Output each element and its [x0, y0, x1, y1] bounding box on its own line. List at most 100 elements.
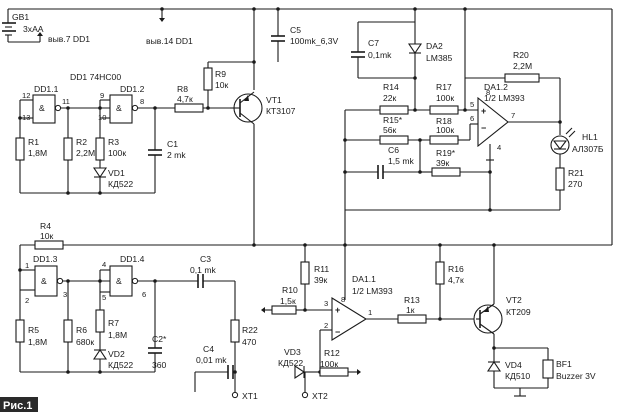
dd1-4-ref: DD1.4: [120, 254, 145, 264]
r16-value: 4,7к: [448, 275, 464, 285]
svg-text:+: +: [481, 106, 486, 116]
r16-ref: R16: [448, 264, 464, 274]
resistor-r2: R2 2,2M: [63, 108, 95, 193]
capacitor-c2: C2* 360: [148, 281, 167, 372]
svg-text:12: 12: [22, 91, 30, 100]
figure-label: Рис.1: [0, 397, 38, 412]
c6-ref: C6: [388, 145, 399, 155]
gb1-conn: выв.7 DD1: [48, 34, 90, 44]
vt1-value: КТ3107: [266, 106, 296, 116]
resistor-r1: R1 1,8M: [15, 128, 47, 193]
da2-ref: DA2: [426, 41, 443, 51]
svg-text:5: 5: [102, 293, 106, 302]
svg-text:8: 8: [140, 97, 144, 106]
r10-value: 1,5к: [280, 296, 296, 306]
r18-ref: R18: [436, 116, 452, 126]
r15-ref: R15*: [383, 115, 403, 125]
c4-value: 0,01 mk: [196, 355, 227, 365]
c7-ref: C7: [368, 38, 379, 48]
r7-ref: R7: [108, 318, 119, 328]
vd3-ref: VD3: [284, 347, 301, 357]
capacitor-c3: C3 0,1 mk: [190, 254, 236, 320]
resistor-r6: R6 680к: [63, 281, 94, 372]
svg-text:5: 5: [470, 100, 474, 109]
gb1-value: 3xAA: [23, 24, 44, 34]
r13-ref: R13: [404, 295, 420, 305]
c3-value: 0,1 mk: [190, 265, 216, 275]
r3-ref: R3: [108, 137, 119, 147]
svg-text:&: &: [116, 276, 122, 286]
svg-text:&: &: [41, 276, 47, 286]
svg-text:XT2: XT2: [312, 391, 328, 401]
dd1-1-ref: DD1.1: [34, 84, 59, 94]
r20-ref: R20: [513, 50, 529, 60]
svg-text:2: 2: [324, 321, 328, 330]
comparator-da1-2: + − DA1.2 1/2 LM393 5 6 7 8 4: [470, 82, 525, 152]
vt2-ref: VT2: [506, 295, 522, 305]
terminal-xt1: XT1: [231, 391, 258, 401]
r22-value: 470: [242, 337, 257, 347]
c5-ref: C5: [290, 25, 301, 35]
svg-text:4: 4: [102, 260, 106, 269]
resistor-r13: R13 1к: [397, 295, 427, 324]
svg-text:6: 6: [142, 290, 146, 299]
r19-value: 39к: [436, 158, 450, 168]
svg-text:8: 8: [341, 295, 345, 304]
resistor-r14: R14 22к: [379, 82, 409, 115]
svg-text:7: 7: [511, 111, 515, 120]
r6-ref: R6: [76, 325, 87, 335]
resistor-r3: R3 100к: [95, 118, 126, 168]
r3-value: 100к: [108, 148, 126, 158]
r12-ref: R12: [324, 348, 340, 358]
r2-ref: R2: [76, 137, 87, 147]
terminal-xt2: XT2: [301, 391, 328, 401]
r21-ref: R21: [568, 168, 584, 178]
svg-text:3: 3: [324, 299, 328, 308]
c2-ref: C2*: [152, 334, 167, 344]
svg-text:1: 1: [368, 308, 372, 317]
resistor-r12: R12 100к: [319, 348, 349, 377]
r7-value: 1,8M: [108, 330, 127, 340]
r9-value: 10к: [215, 80, 229, 90]
resistor-r18: R18 100к: [429, 116, 459, 145]
r5-value: 1,8M: [28, 337, 47, 347]
dd1-title: DD1 74HC00: [70, 72, 121, 82]
r17-ref: R17: [436, 82, 452, 92]
resistor-r5: R5 1,8M: [15, 290, 47, 372]
diode-vd2: VD2 КД522: [92, 349, 133, 372]
r8-ref: R8: [177, 84, 188, 94]
c4-ref: C4: [203, 344, 214, 354]
r21-value: 270: [568, 179, 583, 189]
c1-ref: C1: [167, 139, 178, 149]
battery-gb1: GB1 3xAA выв.7 DD1: [2, 8, 612, 44]
vt2-value: КТ209: [506, 307, 531, 317]
diode-vd4: VD4 КД510: [486, 348, 530, 388]
resistor-r20: R20 2,2M: [504, 50, 540, 83]
c7-value: 0,1mk: [368, 50, 392, 60]
transistor-vt2: VT2 КТ209: [473, 295, 531, 335]
svg-text:1: 1: [25, 261, 29, 270]
capacitor-c6: C6 1,5 mk: [345, 145, 420, 179]
resistor-r15: R15* 56к: [379, 115, 409, 145]
resistor-r17: R17 100к: [429, 82, 459, 115]
svg-text:−: −: [335, 327, 340, 337]
capacitor-c1: C1 2 mk: [148, 108, 186, 193]
r17-value: 100к: [436, 93, 454, 103]
gb1-ref: GB1: [12, 12, 29, 22]
resistor-r21: R21 270: [555, 154, 584, 210]
svg-text:&: &: [39, 103, 45, 113]
capacitor-c7: C7 0,1mk: [351, 22, 392, 78]
da1-1-value: 1/2 LM393: [352, 286, 393, 296]
svg-text:&: &: [116, 103, 122, 113]
resistor-r9: R9 10к: [203, 61, 254, 108]
svg-text:+: +: [335, 305, 340, 315]
r5-ref: R5: [28, 325, 39, 335]
resistor-r4: R4 10к: [34, 221, 64, 250]
diode-vd3: VD3 КД522: [278, 347, 313, 380]
r20-value: 2,2M: [513, 61, 532, 71]
da1-2-ref: DA1.2: [484, 82, 508, 92]
bf1-value: Buzzer 3V: [556, 371, 596, 381]
da1-2-value: 1/2 LM393: [484, 93, 525, 103]
r6-value: 680к: [76, 337, 94, 347]
